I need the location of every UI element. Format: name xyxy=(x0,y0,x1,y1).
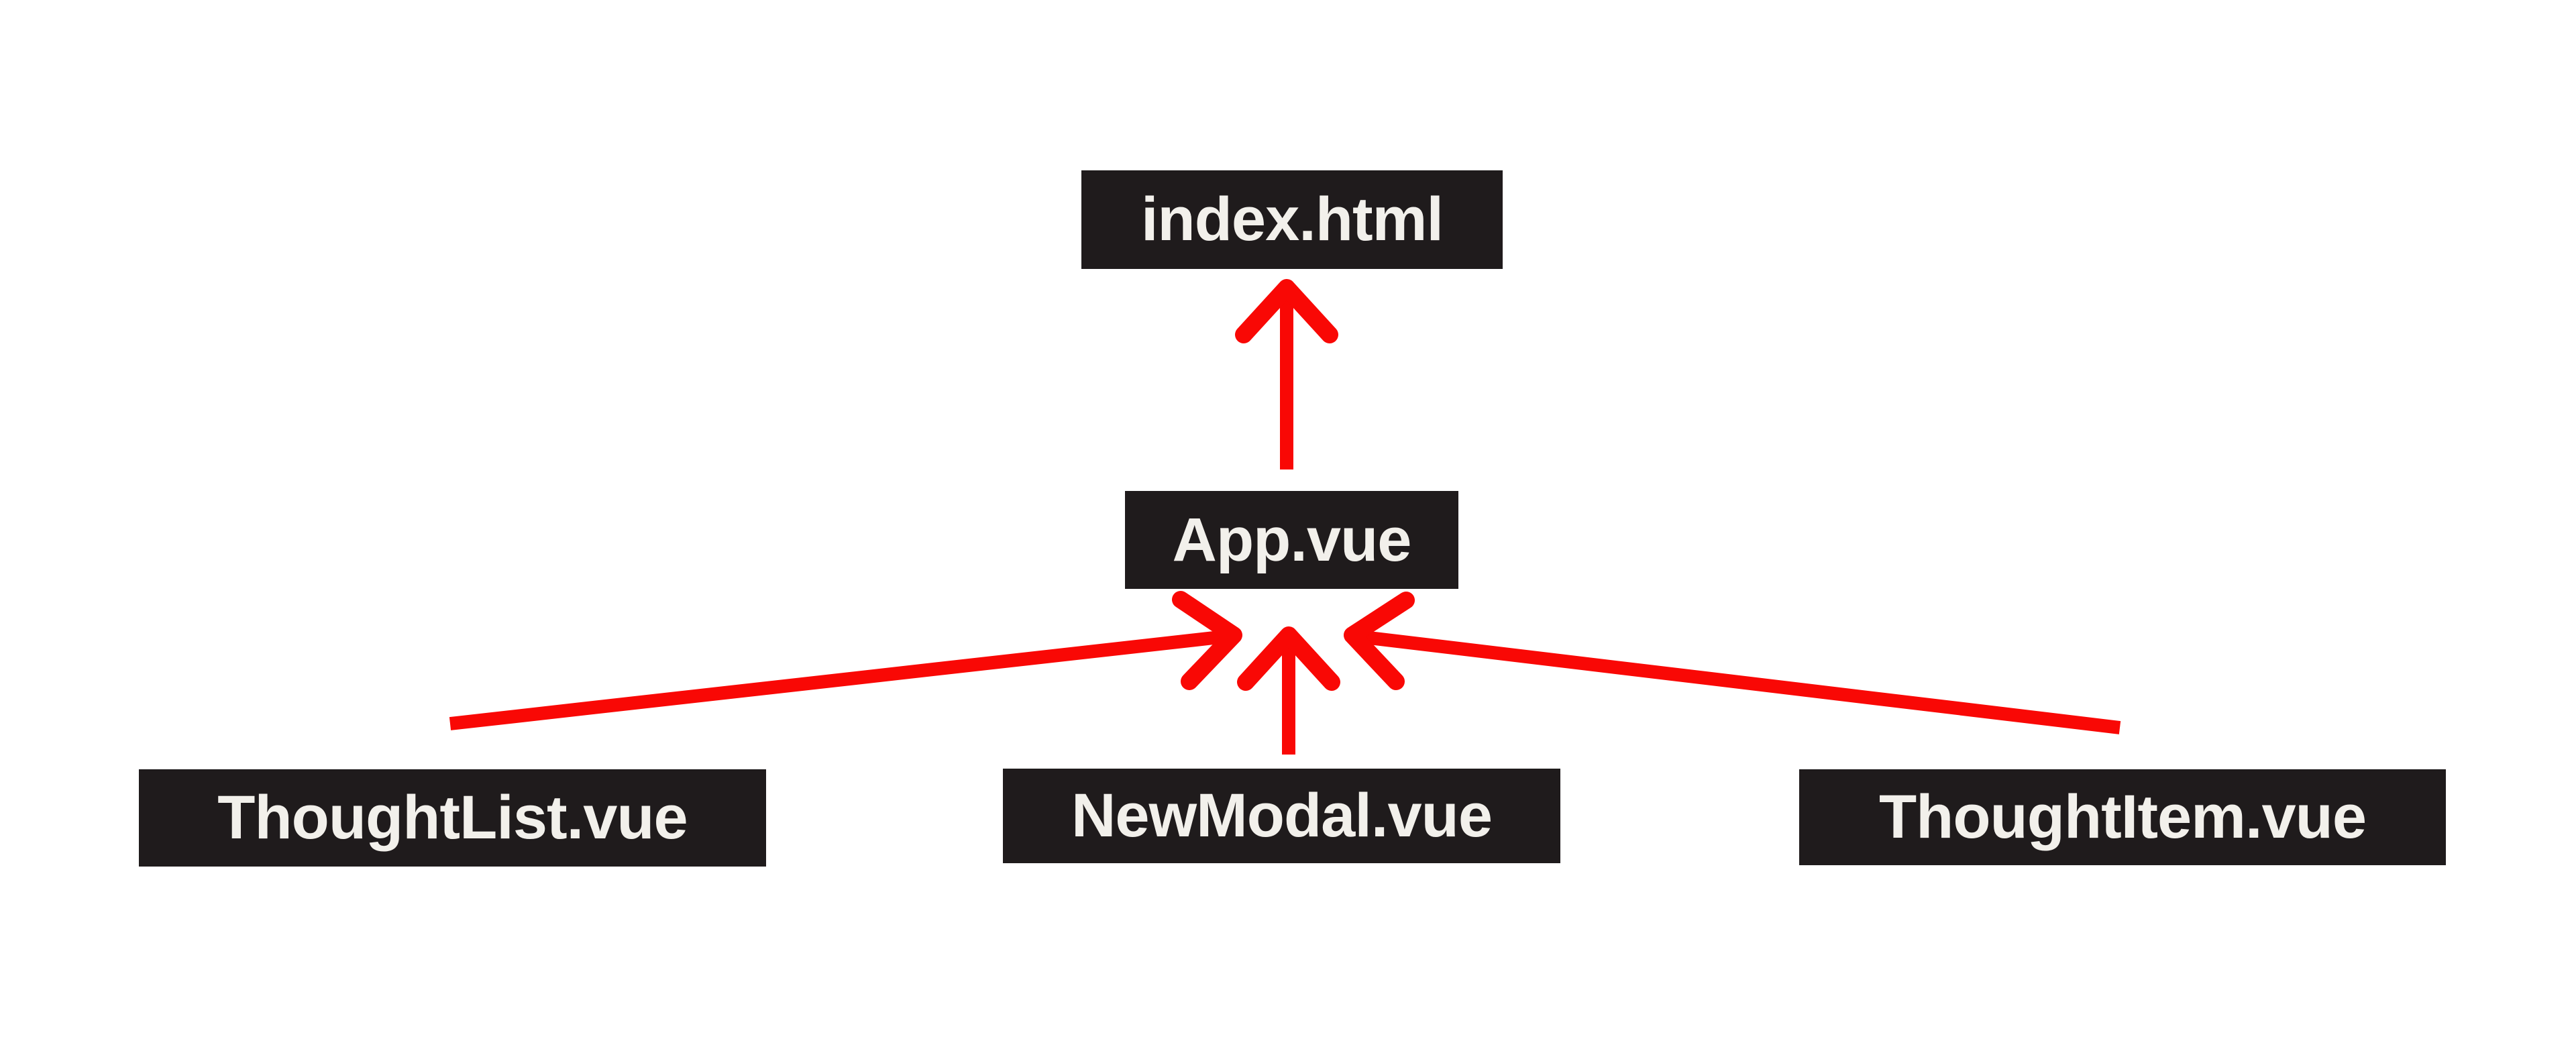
node-label: App.vue xyxy=(1172,505,1412,574)
edge-appvue-to-indexhtml xyxy=(1235,279,1338,469)
edge-thoughtlist-to-appvue xyxy=(449,591,1242,730)
node-label: NewModal.vue xyxy=(1071,781,1493,850)
node-label: ThoughtList.vue xyxy=(217,783,688,852)
arrow-head-icon xyxy=(1172,591,1242,690)
arrow-head-icon xyxy=(1344,592,1415,690)
arrow-head-icon xyxy=(1237,626,1340,691)
node-thoughtitem-vue: ThoughtItem.vue xyxy=(1799,769,2446,865)
node-label: index.html xyxy=(1140,185,1444,254)
node-newmodal-vue: NewModal.vue xyxy=(1003,769,1560,863)
edge-thoughtitem-to-appvue xyxy=(1344,592,2121,734)
arrow-shaft xyxy=(449,630,1227,730)
node-app-vue: App.vue xyxy=(1125,491,1458,589)
arrow-head-icon xyxy=(1235,279,1338,343)
arrow-shaft xyxy=(1362,630,2121,734)
node-index-html: index.html xyxy=(1081,170,1503,269)
edge-newmodal-to-appvue xyxy=(1237,626,1340,755)
node-label: ThoughtItem.vue xyxy=(1878,783,2367,851)
node-thoughtlist-vue: ThoughtList.vue xyxy=(139,769,766,867)
